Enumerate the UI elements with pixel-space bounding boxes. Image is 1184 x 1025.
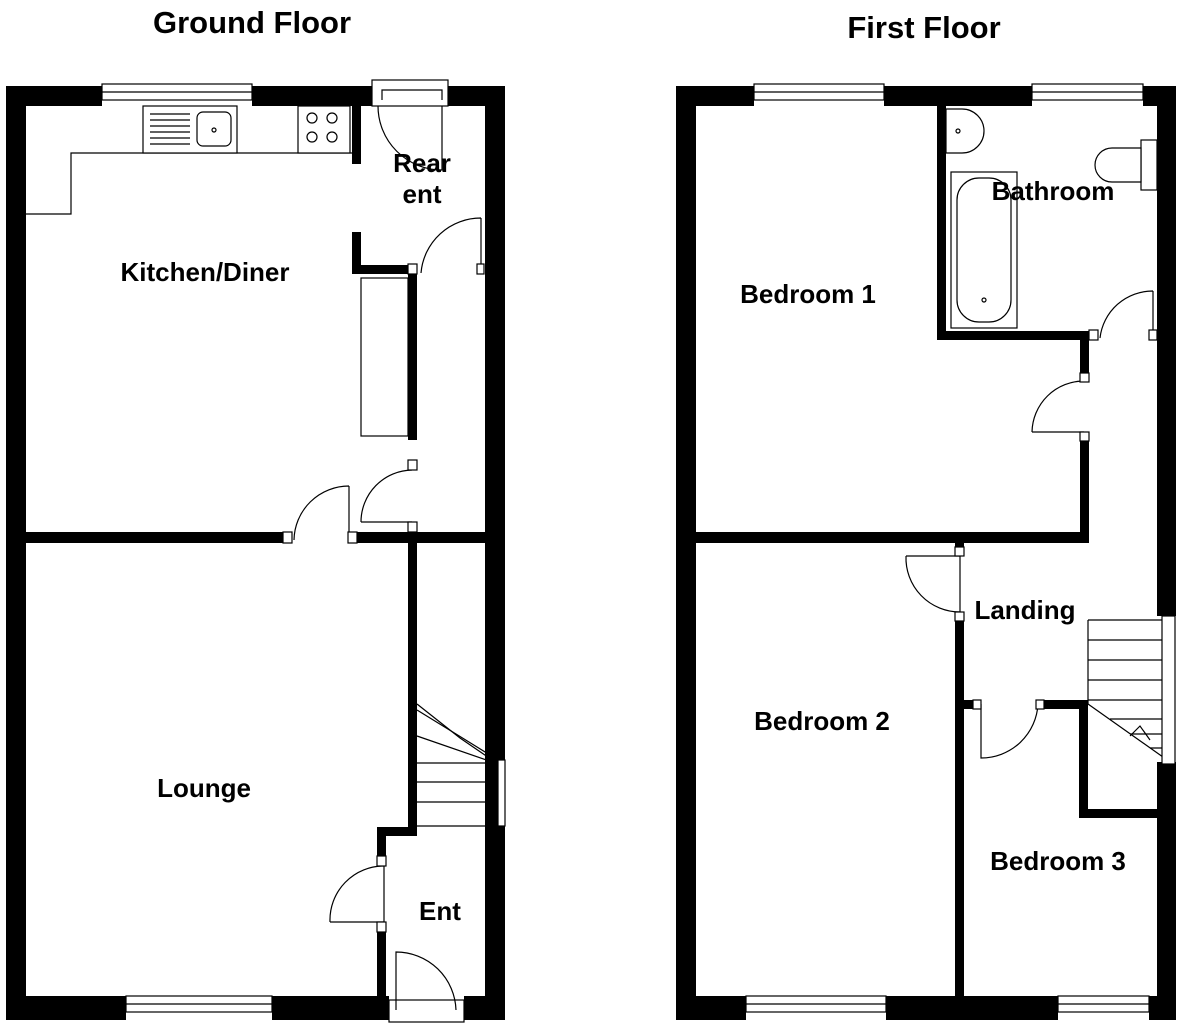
toilet-bowl (1094, 147, 1142, 183)
bathroom-fixtures (945, 108, 1158, 329)
room-label-bedroom-2: Bedroom 2 (754, 706, 890, 736)
ground-floor-doors (282, 79, 485, 1023)
hob (297, 105, 351, 154)
room-label-landing: Landing (974, 595, 1075, 625)
kitchen-side-unit (360, 277, 409, 437)
room-label-bathroom: Bathroom (992, 176, 1115, 206)
sink-drainer-lines (150, 113, 190, 145)
room-label-lounge: Lounge (157, 773, 251, 803)
room-label-kitchen: Kitchen/Diner (120, 257, 289, 287)
first-floor-room-labels: Bedroom 1 Bathroom Landing Bedroom 2 Bed… (740, 176, 1126, 876)
ground-floor: Ground Floor (6, 5, 506, 1023)
wash-basin (945, 108, 985, 154)
room-label-rear-ent-line2: ent (403, 179, 442, 209)
toilet-cistern (1140, 139, 1158, 191)
room-label-rear-ent-line1: Rear (393, 148, 451, 178)
first-floor-outer-walls (676, 86, 1176, 1020)
first-floor-windows (745, 83, 1150, 1013)
ground-floor-interior-walls (26, 106, 485, 1020)
kitchen-worktop (26, 105, 409, 437)
sink-bowl (196, 111, 232, 147)
ground-floor-title: Ground Floor (153, 5, 351, 40)
ground-floor-stairs (416, 703, 506, 827)
room-label-entrance: Ent (419, 896, 461, 926)
room-label-bedroom-1: Bedroom 1 (740, 279, 876, 309)
ground-floor-outer-walls (6, 86, 505, 1020)
ground-floor-windows (101, 83, 273, 1013)
first-floor-title: First Floor (847, 10, 1000, 45)
ground-floor-room-labels: Kitchen/Diner Rear ent Lounge Ent (120, 148, 461, 926)
first-floor-doors (905, 290, 1158, 759)
room-label-bedroom-3: Bedroom 3 (990, 846, 1126, 876)
first-floor: First Floor (676, 10, 1176, 1020)
first-floor-stairs (1087, 615, 1176, 765)
